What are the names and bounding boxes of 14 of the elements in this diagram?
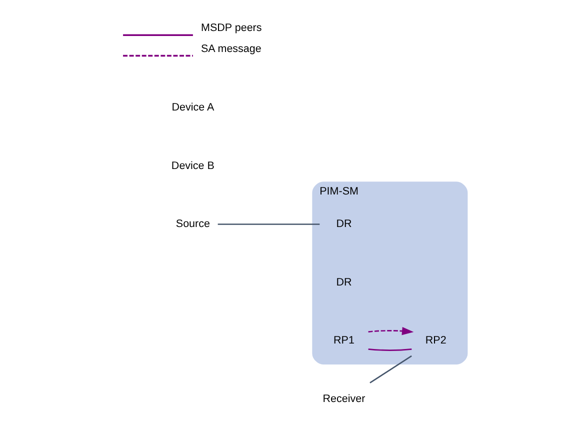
- node-text: DR: [336, 218, 352, 230]
- label: Device A: [172, 102, 214, 114]
- connector: [218, 224, 320, 225]
- node-text: DR: [336, 276, 352, 288]
- arrow: [368, 326, 414, 336]
- node-text: Receiver: [322, 392, 366, 405]
- legend-label: MSDP peers: [201, 22, 262, 34]
- connector: [368, 348, 412, 351]
- legend-label: SA message: [201, 42, 262, 55]
- node-text: Source: [176, 218, 210, 230]
- node-text: RP1: [334, 334, 354, 347]
- label: Device B: [171, 160, 214, 172]
- connector: [370, 355, 412, 384]
- node-text: RP2: [425, 334, 446, 347]
